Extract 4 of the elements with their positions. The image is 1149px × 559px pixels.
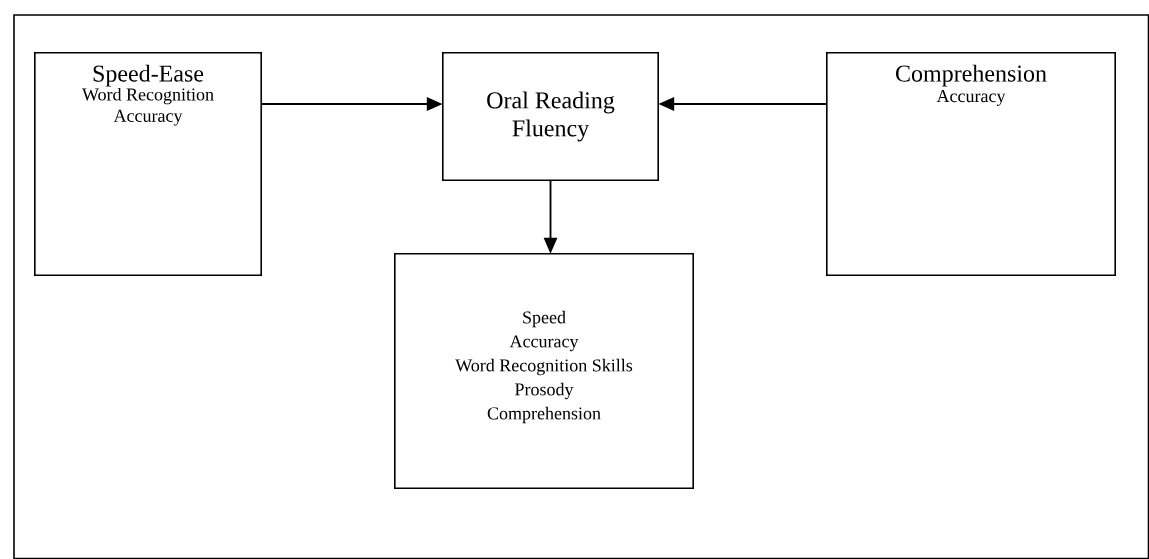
text-box: Oral Reading Fluency bbox=[442, 52, 659, 181]
text-box: Speed Accuracy Word Recognition Skills Prosody Comprehension bbox=[394, 253, 694, 489]
text-box: Comprehension Accuracy bbox=[826, 52, 1116, 276]
text-box: Speed-Ease Word Recognition Accuracy bbox=[34, 52, 262, 276]
